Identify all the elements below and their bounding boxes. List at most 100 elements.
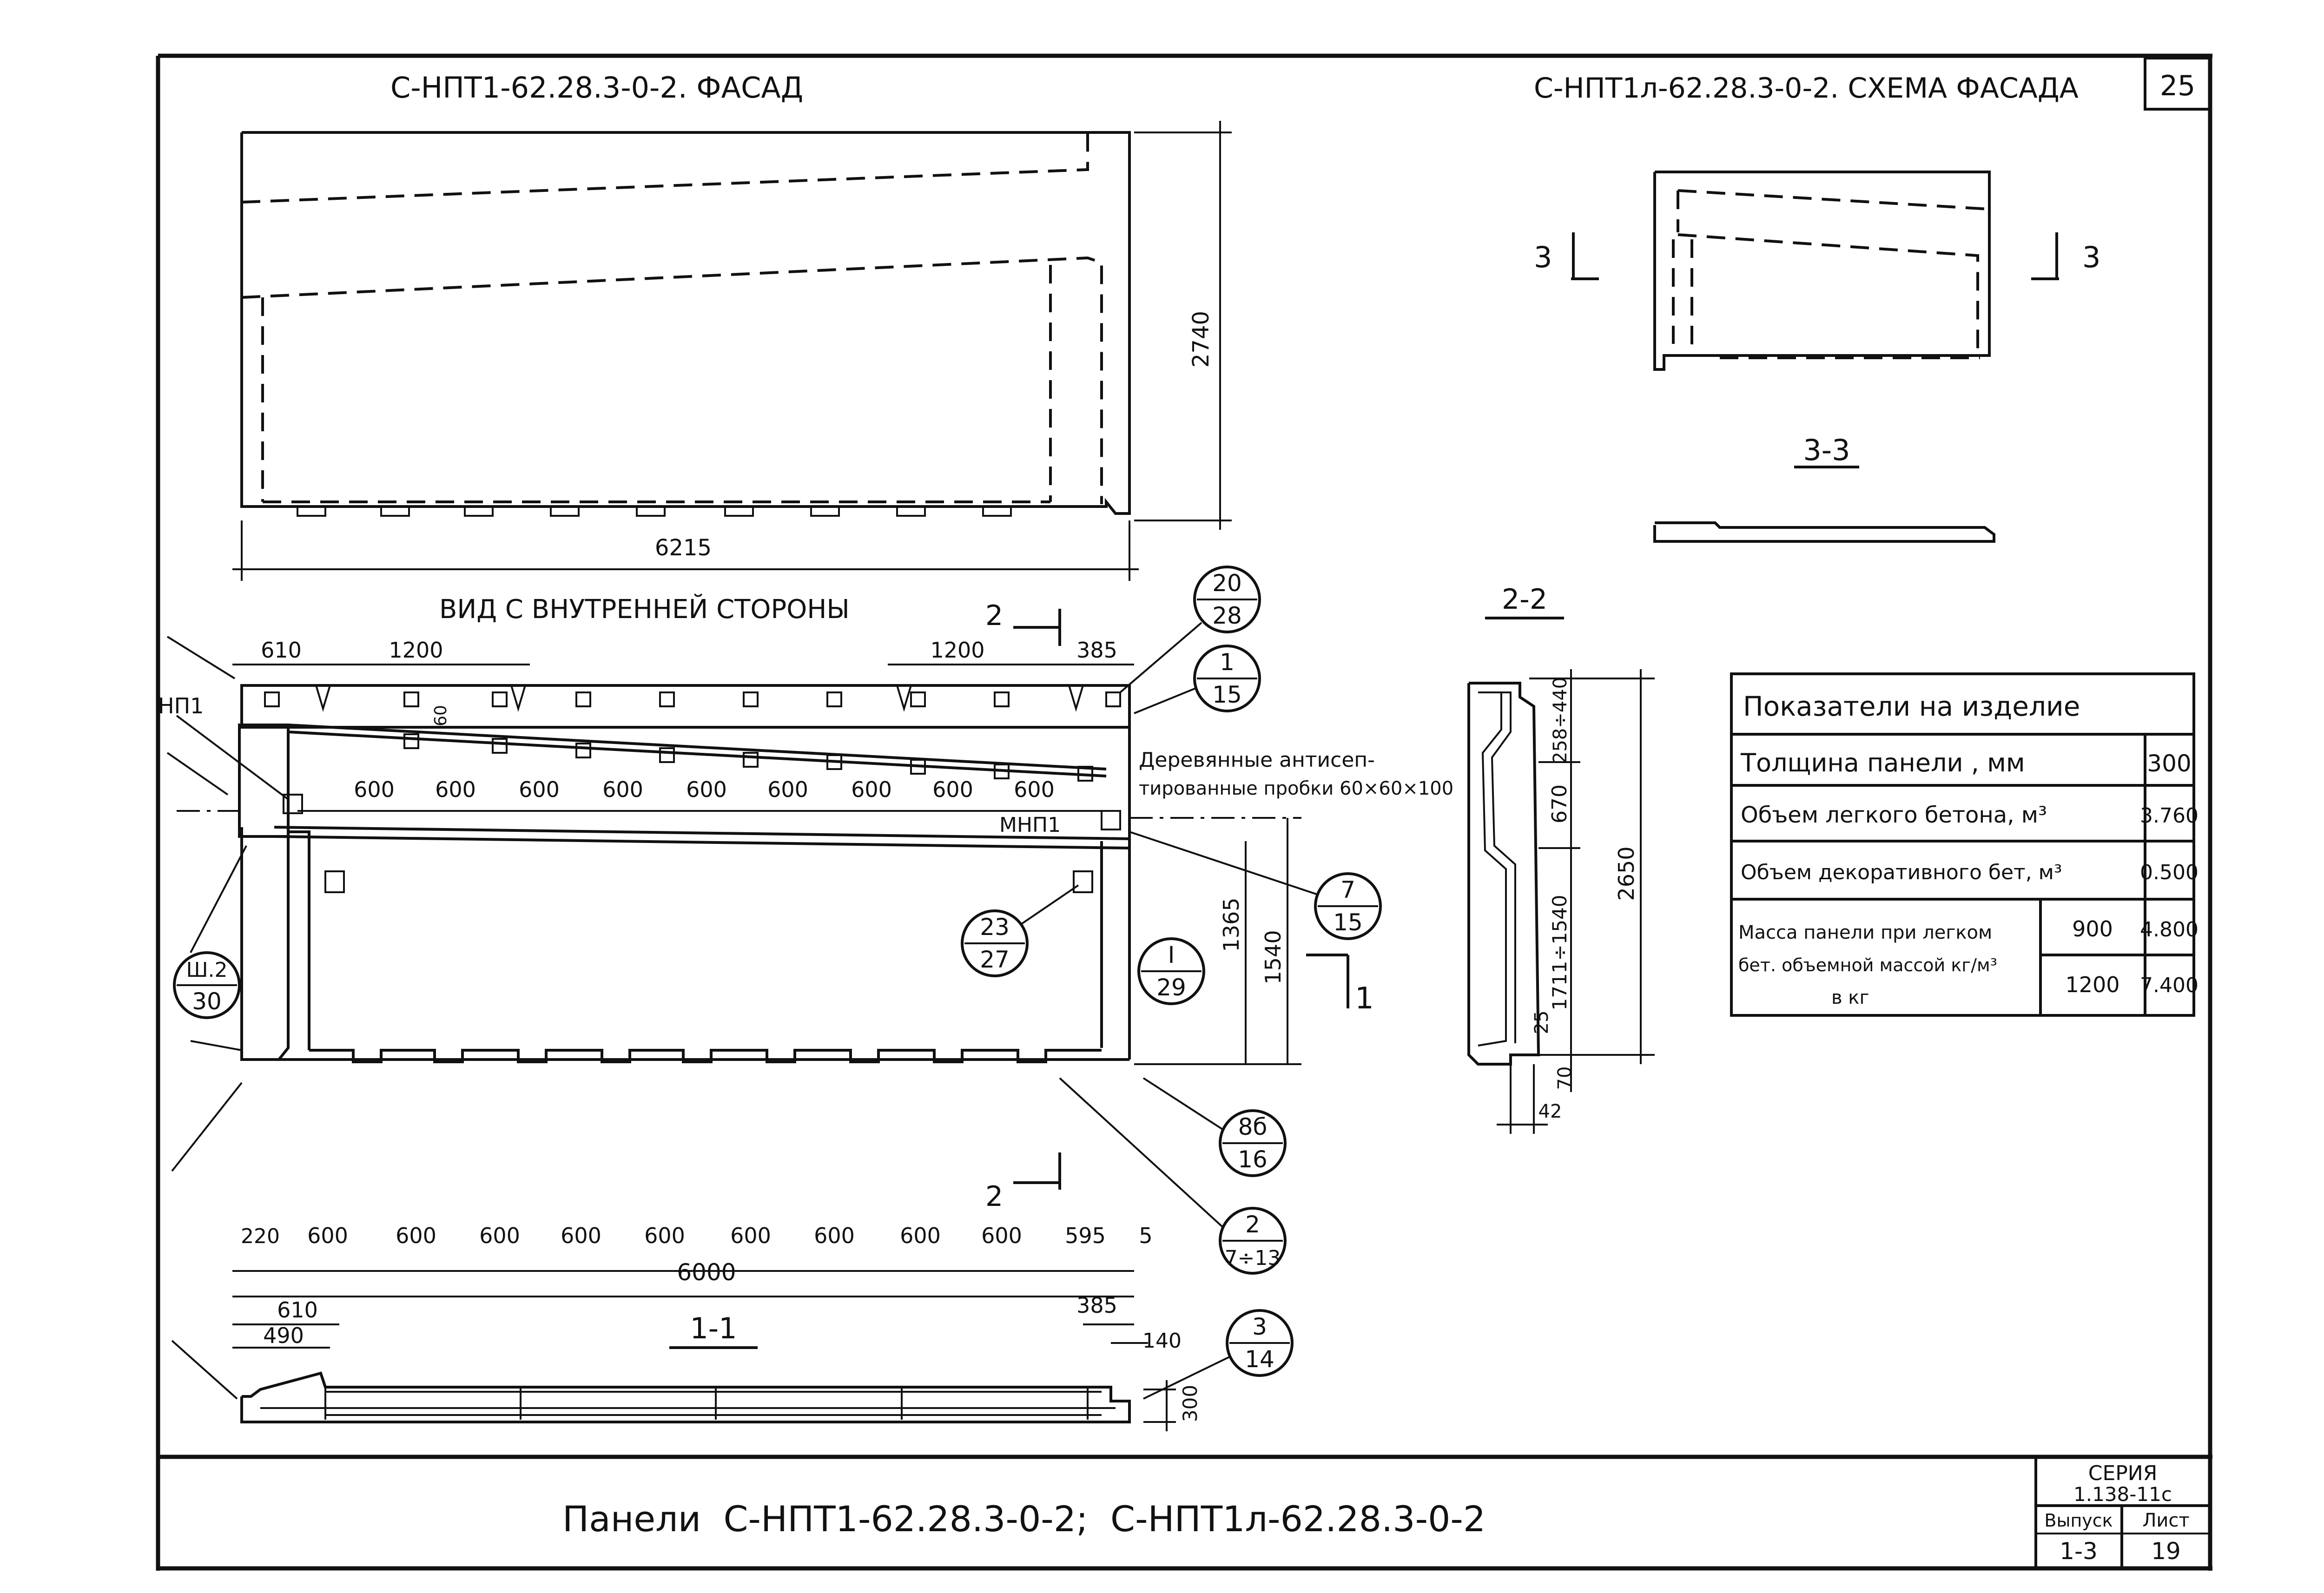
svg-text:600: 600 — [900, 1223, 941, 1248]
dim-1-1-385: 385 — [1076, 1293, 1117, 1318]
sheet-frame — [156, 53, 2212, 1571]
issue-value: 1-3 — [2060, 1538, 2098, 1565]
callout-1-15: 1 15 — [1134, 645, 1261, 714]
dim-610: 610 — [261, 638, 302, 663]
svg-text:15: 15 — [1333, 909, 1363, 936]
row-thickness-label: Толщина панели , мм — [1740, 748, 2025, 777]
dim-1540: 1540 — [1261, 930, 1286, 984]
label-mnp1: МНП1 — [999, 813, 1061, 837]
svg-text:600: 600 — [932, 777, 973, 802]
dim-25: 25 — [1531, 1011, 1552, 1034]
svg-text:600: 600 — [686, 777, 727, 802]
dim-6000: 6000 — [677, 1259, 736, 1286]
cut-2-bottom: 2 — [985, 1180, 1003, 1213]
row-decor-concrete-value: 0.500 — [2140, 861, 2199, 884]
issue-label: Выпуск — [2044, 1510, 2113, 1531]
callout-I-29: I 29 — [1137, 937, 1205, 1005]
svg-text:23: 23 — [980, 914, 1010, 941]
plug-spacing-dims: 600 600 600 600 600 600 600 600 600 — [354, 777, 1055, 802]
bottom-dims: 220 600 600 600 600 600 600 600 600 600 … — [241, 1223, 1153, 1248]
mass-1200: 7.400 — [2140, 974, 2199, 997]
svg-text:600: 600 — [602, 777, 643, 802]
sheet-number: 25 — [2160, 70, 2195, 102]
svg-text:600: 600 — [561, 1223, 601, 1248]
density-900: 900 — [2072, 916, 2113, 941]
inner-view-drawing — [166, 609, 1349, 1297]
callout-3-14: 3 14 — [1143, 1309, 1294, 1400]
dim-258-440: 258÷440 — [1550, 677, 1571, 764]
section-1-1-title: 1-1 — [690, 1311, 737, 1345]
dim-1200-left: 1200 — [389, 638, 443, 663]
svg-text:15: 15 — [1212, 681, 1242, 708]
svg-text:600: 600 — [767, 777, 808, 802]
facade-width-dim: 6215 — [655, 535, 712, 561]
indicators-table — [1730, 672, 2195, 1017]
svg-text:600: 600 — [354, 777, 395, 802]
dim-1-1-300: 300 — [1179, 1385, 1202, 1422]
svg-text:600: 600 — [644, 1223, 685, 1248]
svg-text:2: 2 — [1245, 1211, 1260, 1238]
dim-1-1-140: 140 — [1142, 1329, 1182, 1353]
series-label: СЕРИЯ — [2088, 1461, 2158, 1485]
row-decor-concrete-label: Объем декоративного бет, м³ — [1741, 861, 2062, 884]
dim-1-1-490: 490 — [263, 1323, 304, 1348]
svg-text:600: 600 — [1014, 777, 1055, 802]
section-2-2-drawing — [1467, 669, 1655, 1134]
density-1200: 1200 — [2065, 972, 2119, 997]
svg-text:3: 3 — [1252, 1313, 1267, 1340]
dim-385: 385 — [1076, 638, 1117, 663]
dim-2650: 2650 — [1614, 846, 1639, 901]
scheme-drawing — [1571, 171, 2059, 543]
callout-20-28: 20 28 — [1119, 566, 1261, 693]
svg-text:I: I — [1168, 941, 1175, 968]
svg-text:27: 27 — [980, 946, 1010, 973]
section-1-1-drawing — [171, 1323, 1176, 1431]
scheme-title: С-НПТ1л-62.28.3-0-2. СХЕМА ФАСАДА — [1534, 72, 2079, 105]
svg-text:29: 29 — [1156, 974, 1186, 1001]
svg-text:20: 20 — [1212, 570, 1242, 597]
dim-1200-right: 1200 — [930, 638, 984, 663]
svg-text:8б: 8б — [1238, 1113, 1268, 1140]
dim-60: 60 — [431, 705, 450, 726]
row-light-concrete-value: 3.760 — [2140, 804, 2199, 828]
facade-drawing — [240, 131, 1131, 517]
svg-text:600: 600 — [730, 1223, 771, 1248]
svg-text:220: 220 — [241, 1224, 280, 1248]
inner-view-title: ВИД С ВНУТРЕННЕЙ СТОРОНЫ — [439, 594, 850, 625]
facade-dim-lines — [232, 121, 1232, 581]
facade-height-dim: 2740 — [1188, 311, 1214, 368]
svg-text:600: 600 — [435, 777, 476, 802]
plugs-note-line1: Деревянные антисеп- — [1139, 748, 1375, 772]
svg-text:600: 600 — [851, 777, 892, 802]
label-np1: НП1 — [158, 693, 204, 718]
svg-text:Ш.2: Ш.2 — [186, 958, 227, 982]
callout-8b-16: 8б 16 — [1142, 1077, 1287, 1177]
svg-text:600: 600 — [814, 1223, 855, 1248]
indicators-title: Показатели на изделие — [1743, 691, 2080, 722]
svg-text:16: 16 — [1238, 1146, 1268, 1173]
cut-2-top: 2 — [985, 599, 1003, 632]
sheet-label: Лист — [2142, 1510, 2189, 1531]
dim-1-1-610: 610 — [277, 1297, 318, 1323]
svg-text:7÷13: 7÷13 — [1225, 1246, 1281, 1270]
series-value: 1.138-11с — [2073, 1483, 2172, 1506]
callout-23-27: 23 27 — [961, 884, 1079, 977]
svg-text:1: 1 — [1220, 649, 1235, 676]
mass-label-3: в кг — [1831, 987, 1869, 1008]
svg-text:30: 30 — [192, 988, 222, 1015]
dim-1711-1540: 1711÷1540 — [1548, 895, 1571, 1011]
section-2-2-title: 2-2 — [1502, 583, 1547, 616]
svg-text:5: 5 — [1139, 1223, 1152, 1248]
cut-1: 1 — [1355, 981, 1374, 1016]
scheme-cut-right: 3 — [2082, 240, 2100, 274]
dim-670: 670 — [1548, 784, 1571, 823]
svg-text:600: 600 — [479, 1223, 520, 1248]
callout-2-7-13: 2 7÷13 — [1059, 1077, 1287, 1275]
stamp-box — [2034, 1455, 2212, 1570]
callout-sh2-30: Ш.2 30 — [173, 951, 241, 1019]
facade-title: С-НПТ1-62.28.3-0-2. ФАСАД — [390, 71, 803, 105]
dim-70: 70 — [1554, 1066, 1576, 1090]
svg-text:600: 600 — [307, 1223, 348, 1248]
svg-text:595: 595 — [1065, 1223, 1106, 1248]
